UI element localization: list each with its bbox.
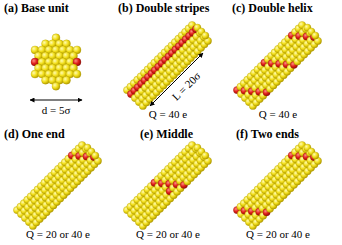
sphere-models: [13, 21, 321, 229]
panel-title: (d) One end: [4, 128, 65, 140]
neutral-bead: [202, 32, 209, 39]
charge-label: Q = 20 or 40 e: [136, 229, 200, 240]
neutral-bead: [312, 32, 319, 39]
neutral-bead: [312, 152, 319, 159]
panel-title: (b) Double stripes: [118, 2, 209, 14]
neutral-bead: [63, 76, 71, 84]
dimension-label: d = 5σ: [41, 105, 72, 116]
neutral-bead: [92, 152, 99, 159]
neutral-bead: [42, 76, 50, 84]
panel-title: (f) Two ends: [236, 128, 299, 140]
neutral-bead: [202, 152, 209, 159]
charge-label: Q = 40 e: [149, 109, 187, 120]
panel-title: (e) Middle: [140, 128, 193, 140]
neutral-bead: [31, 70, 39, 78]
charge-label: Q = 20 or 40 e: [246, 229, 310, 240]
panel-title: (c) Double helix: [232, 2, 313, 14]
neutral-bead: [73, 70, 81, 78]
charge-label: Q = 40 e: [259, 109, 297, 120]
neutral-bead: [52, 82, 60, 90]
charge-label: Q = 20 or 40 e: [26, 229, 90, 240]
panel-title: (a) Base unit: [4, 2, 69, 14]
diameter-line: [30, 100, 82, 101]
length-line: [150, 53, 203, 106]
